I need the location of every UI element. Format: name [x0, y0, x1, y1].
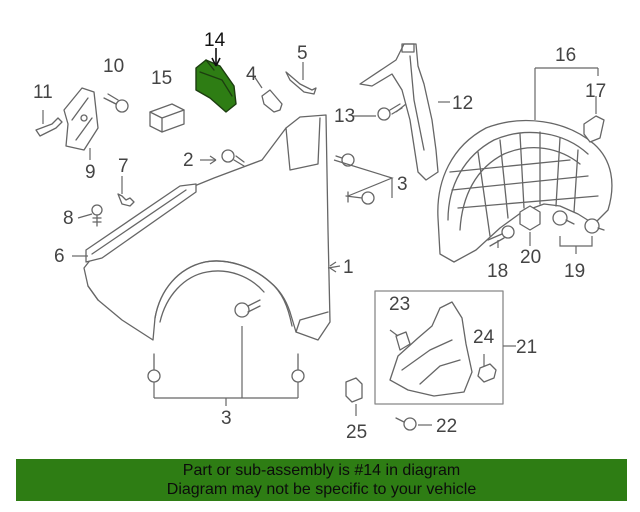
part-2-bolt[interactable] [221, 149, 245, 167]
part-20-nut[interactable] [519, 205, 541, 231]
callout-7: 7 [118, 156, 129, 177]
callout-3: 3 [397, 174, 408, 195]
callout-13: 13 [334, 106, 355, 127]
callout-20: 20 [520, 247, 541, 268]
part-14-highlighted[interactable] [195, 59, 237, 113]
part-24-nut[interactable] [477, 363, 497, 383]
callout-21: 21 [516, 337, 537, 358]
parts-diagram: 1 2 3 3 4 5 6 7 8 9 10 11 12 13 14 15 16… [33, 30, 613, 443]
part-10-screw[interactable] [103, 93, 129, 113]
callout-4: 4 [246, 64, 257, 85]
part-17-clip[interactable] [583, 115, 605, 143]
banner-line-1: Part or sub-assembly is #14 in diagram [182, 462, 461, 479]
callout-12: 12 [452, 93, 473, 114]
part-15-pad[interactable] [149, 103, 185, 133]
callout-18: 18 [487, 261, 508, 282]
part-13-bolt[interactable] [377, 103, 403, 121]
part-7-clip[interactable] [117, 193, 135, 207]
callout-11: 11 [33, 82, 53, 103]
part-23-clip[interactable] [395, 331, 411, 351]
callout-6: 6 [54, 246, 65, 267]
part-4-clip[interactable] [261, 89, 283, 113]
callout-23: 23 [389, 294, 410, 315]
leader-lines [42, 48, 599, 426]
callout-labels: 1 2 3 3 4 5 6 7 8 9 10 11 12 13 14 15 16… [33, 30, 606, 443]
info-banner: Part or sub-assembly is #14 in diagram D… [16, 459, 627, 501]
callout-15: 15 [151, 68, 172, 89]
part-12-strut[interactable] [359, 43, 439, 181]
callout-17: 17 [585, 81, 606, 102]
part-22-bolt[interactable] [395, 417, 417, 431]
part-3-bolts[interactable] [335, 153, 375, 205]
callout-2: 2 [183, 150, 194, 171]
callout-24: 24 [473, 327, 495, 348]
part-25-bracket[interactable] [345, 377, 363, 403]
part-3-bottom-bolts[interactable] [147, 299, 305, 383]
part-9-bracket[interactable] [63, 87, 99, 151]
callout-8: 8 [63, 208, 74, 229]
part-8-bolt[interactable] [91, 204, 103, 227]
callout-16: 16 [555, 45, 576, 66]
callout-5: 5 [297, 43, 308, 64]
callout-10: 10 [103, 56, 124, 77]
callout-3-bottom: 3 [221, 408, 232, 429]
part-21-panel[interactable] [389, 301, 473, 397]
part-18-bolt[interactable] [487, 225, 515, 247]
part-16-liner[interactable] [437, 119, 613, 263]
callout-1: 1 [343, 257, 354, 278]
callout-19: 19 [564, 261, 585, 282]
part-5-rivet[interactable] [285, 71, 317, 95]
part-6-trim-strip[interactable] [85, 183, 197, 263]
banner-line-2: Diagram may not be specific to your vehi… [166, 481, 477, 498]
callout-22: 22 [436, 416, 457, 437]
callout-14: 14 [204, 30, 226, 51]
callout-25: 25 [346, 422, 367, 443]
callout-9: 9 [85, 162, 96, 183]
part-19-plugs[interactable] [552, 210, 605, 234]
part-11-pin[interactable] [35, 117, 63, 137]
part-1-fender[interactable] [83, 114, 331, 341]
